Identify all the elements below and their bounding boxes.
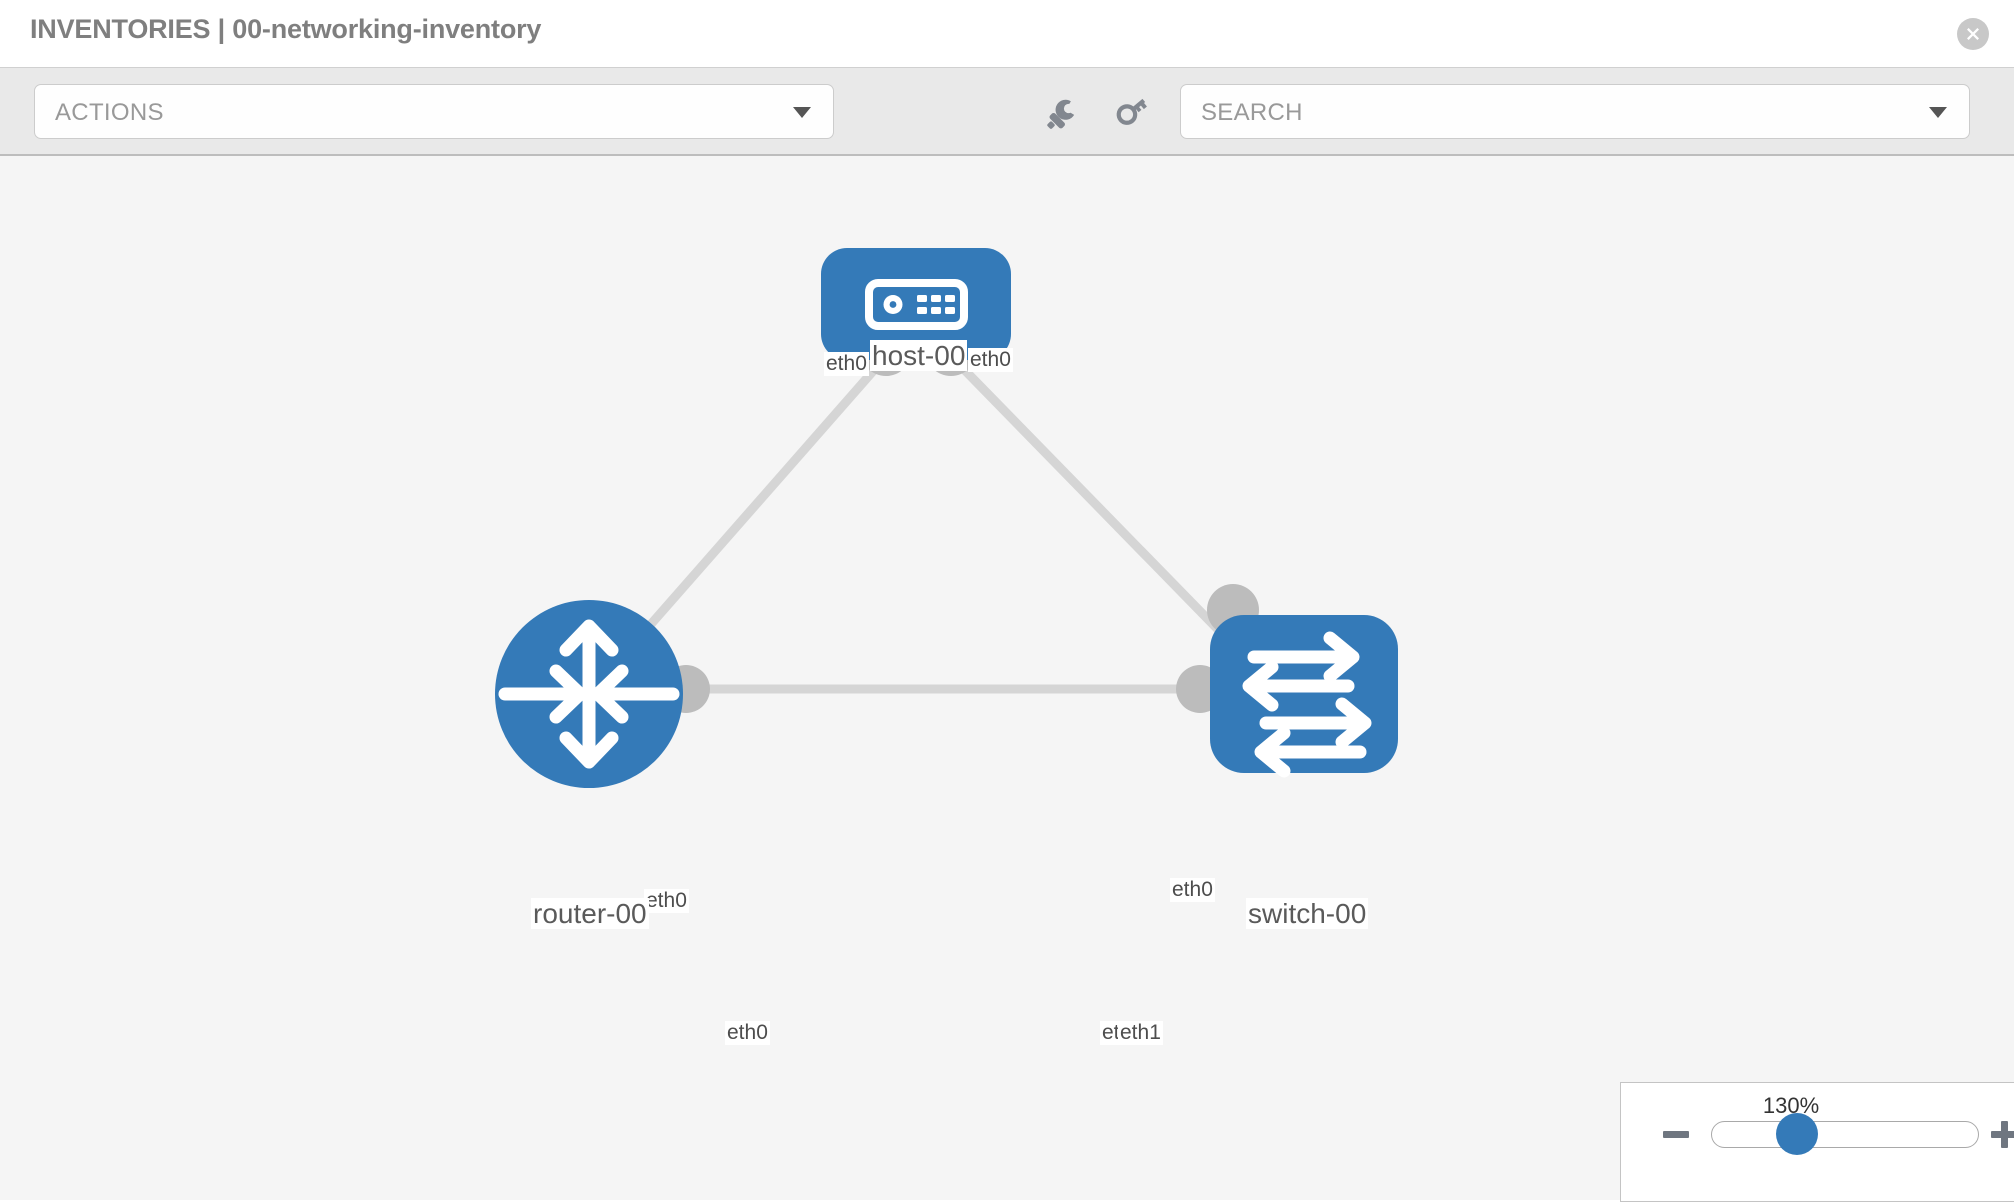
chevron-down-icon — [793, 107, 811, 118]
page-title: INVENTORIES | 00-networking-inventory — [30, 14, 542, 44]
four-arrows-icon — [498, 619, 680, 769]
search-placeholder: SEARCH — [1201, 99, 1303, 126]
link-host-switch — [943, 348, 1241, 653]
zoom-out-button[interactable] — [1663, 1131, 1689, 1138]
zoom-slider[interactable] — [1711, 1121, 1979, 1148]
close-icon[interactable] — [1957, 18, 1989, 50]
node-label-router-00: router-00 — [531, 898, 649, 930]
node-label-switch-00: switch-00 — [1246, 898, 1369, 930]
iface-label-switch-router: eth1 — [1118, 1021, 1163, 1046]
topology-graph — [495, 248, 1398, 788]
topology-canvas[interactable]: eth0 eth0 eth0 eth0 eth0 eth0 eth1 host-… — [0, 158, 2014, 1200]
search-input[interactable]: SEARCH — [1180, 84, 1970, 139]
iface-label-host-switch: eth0 — [968, 348, 1013, 373]
link-host-router — [618, 348, 894, 661]
iface-label-router-host: eth0 — [644, 889, 689, 914]
page-header: INVENTORIES | 00-networking-inventory — [0, 0, 2014, 68]
zoom-control-panel: 130% — [1620, 1082, 2014, 1202]
connector-stubs — [662, 324, 1259, 713]
key-icon[interactable] — [1113, 96, 1149, 132]
node-label-host-00: host-00 — [870, 340, 968, 372]
topology-node-router-00 — [495, 600, 683, 788]
iface-label-switch-host: eth0 — [1170, 878, 1215, 903]
iface-label-host-router: eth0 — [824, 352, 869, 377]
zoom-slider-thumb[interactable] — [1776, 1113, 1818, 1155]
iface-label-router-switch: eth0 — [725, 1021, 770, 1046]
topology-node-switch-00 — [1210, 615, 1398, 778]
wrench-icon[interactable] — [1044, 96, 1080, 132]
zoom-in-button[interactable] — [1991, 1121, 2014, 1148]
server-icon — [865, 279, 968, 330]
topology-node-host-00 — [821, 248, 1011, 360]
switch-arrows-icon — [1242, 631, 1372, 778]
actions-dropdown-label: ACTIONS — [55, 99, 164, 126]
actions-dropdown[interactable]: ACTIONS — [34, 84, 834, 139]
chevron-down-icon — [1929, 107, 1947, 118]
